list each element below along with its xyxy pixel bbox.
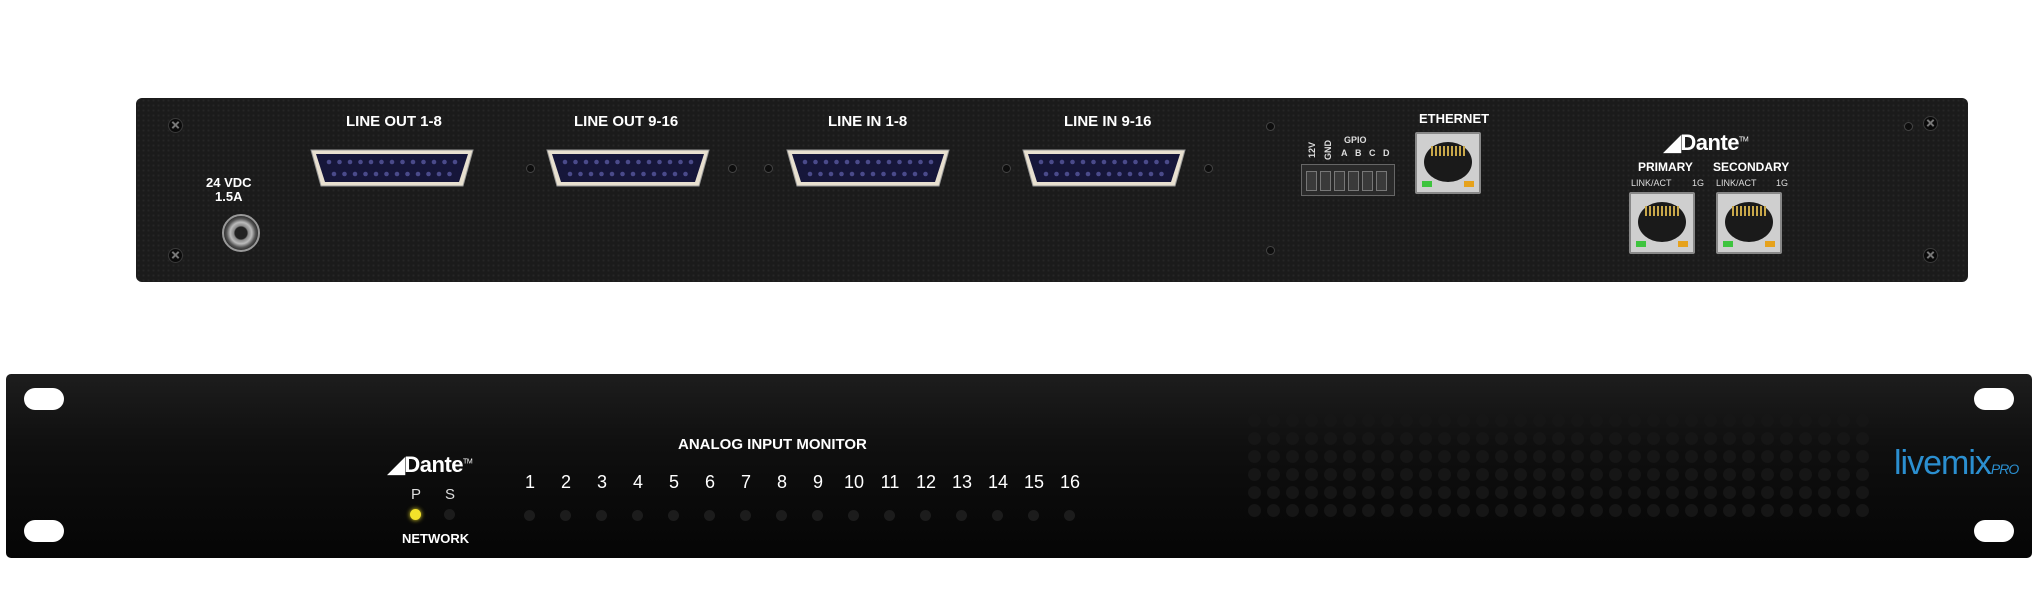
rack-slot [24, 388, 64, 410]
power-jack[interactable] [222, 214, 260, 252]
channel-led [668, 510, 679, 521]
channel-led [920, 510, 931, 521]
channel-led [524, 510, 535, 521]
primary-label: PRIMARY [1638, 160, 1693, 174]
gpio-12v-label: 12V [1307, 141, 1318, 159]
gpio-pin-d-label: D [1383, 148, 1390, 158]
dante-logo: ◢DanteTM [388, 452, 473, 477]
channel-number: 6 [704, 472, 715, 492]
channel-led [1064, 510, 1075, 521]
channel-led [956, 510, 967, 521]
screw-icon [1266, 122, 1275, 131]
screw-icon [1002, 164, 1011, 173]
screw-icon [168, 248, 183, 263]
rack-slot [1974, 388, 2014, 410]
channel-led [740, 510, 751, 521]
channel-led [848, 510, 859, 521]
screw-icon [764, 164, 773, 173]
network-s-label: S [445, 486, 456, 503]
dante-icon: ◢ [388, 452, 405, 477]
rear-panel: 24 VDC 1.5A LINE OUT 1-8 LINE OUT 9-16 L… [136, 98, 1968, 282]
line-in-1-8-label: LINE IN 1-8 [828, 113, 908, 130]
secondary-port[interactable] [1716, 192, 1782, 254]
network-label: NETWORK [402, 531, 470, 546]
power-current: 1.5A [215, 189, 243, 204]
channel-number: 11 [880, 472, 900, 492]
rack-slot [1974, 520, 2014, 542]
channel-number: 2 [560, 472, 571, 492]
line-out-1-8-label: LINE OUT 1-8 [346, 113, 442, 130]
gpio-gnd-label: GND [1323, 140, 1333, 160]
secondary-link-label: LINK/ACT [1716, 178, 1757, 188]
line-out-9-16-connector[interactable] [543, 147, 713, 189]
dante-icon: ◢ [1664, 130, 1681, 155]
primary-speed-label: 1G [1692, 178, 1705, 188]
channel-led [992, 510, 1003, 521]
network-p-label: P [411, 486, 422, 503]
screw-icon [1923, 116, 1938, 131]
power-voltage: 24 VDC [206, 175, 252, 190]
channel-led [704, 510, 715, 521]
screw-icon [1266, 246, 1275, 255]
channel-number: 9 [812, 472, 823, 492]
channel-number: 15 [1023, 472, 1045, 492]
gpio-pin-c-label: C [1369, 148, 1376, 158]
channel-led [884, 510, 895, 521]
line-in-1-8-connector[interactable] [783, 147, 953, 189]
channel-number: 10 [843, 472, 865, 492]
screw-icon [728, 164, 737, 173]
primary-link-label: LINK/ACT [1631, 178, 1672, 188]
dante-logo: ◢DanteTM [1664, 130, 1749, 155]
channel-number: 1 [524, 472, 535, 492]
power-label: 24 VDC 1.5A [206, 176, 252, 204]
screw-icon [526, 164, 535, 173]
analog-input-monitor-title: ANALOG INPUT MONITOR [678, 436, 867, 453]
line-in-9-16-label: LINE IN 9-16 [1064, 113, 1152, 130]
gpio-pin-a-label: A [1341, 148, 1348, 158]
network-s-led [444, 509, 455, 520]
screw-icon [168, 118, 183, 133]
gpio-terminal-block[interactable] [1301, 164, 1395, 196]
channel-led [632, 510, 643, 521]
channel-number: 14 [987, 472, 1009, 492]
channel-led [776, 510, 787, 521]
gpio-title: GPIO [1344, 135, 1367, 145]
network-p-led [410, 509, 421, 520]
screw-icon [1923, 248, 1938, 263]
ethernet-port[interactable] [1415, 132, 1481, 194]
channel-number: 12 [915, 472, 937, 492]
livemix-logo: livemixPRO [1894, 444, 2019, 482]
channel-led [1028, 510, 1039, 521]
line-out-1-8-connector[interactable] [307, 147, 477, 189]
ethernet-label: ETHERNET [1419, 111, 1490, 126]
channel-number: 4 [632, 472, 643, 492]
channel-number: 5 [668, 472, 679, 492]
vent-grille [1248, 414, 1878, 524]
channel-number: 16 [1059, 472, 1081, 492]
channel-number: 3 [596, 472, 607, 492]
rack-slot [24, 520, 64, 542]
gpio-pin-b-label: B [1355, 148, 1362, 158]
secondary-label: SECONDARY [1713, 160, 1790, 174]
channel-number: 13 [951, 472, 973, 492]
channel-number: 7 [740, 472, 751, 492]
channel-led [596, 510, 607, 521]
line-in-9-16-connector[interactable] [1019, 147, 1189, 189]
primary-port[interactable] [1629, 192, 1695, 254]
channel-number: 8 [776, 472, 787, 492]
front-panel: ◢DanteTM P S NETWORK ANALOG INPUT MONITO… [6, 374, 2032, 558]
channel-led [560, 510, 571, 521]
screw-icon [1904, 122, 1913, 131]
secondary-speed-label: 1G [1776, 178, 1789, 188]
line-out-9-16-label: LINE OUT 9-16 [574, 113, 679, 130]
screw-icon [1204, 164, 1213, 173]
channel-led [812, 510, 823, 521]
